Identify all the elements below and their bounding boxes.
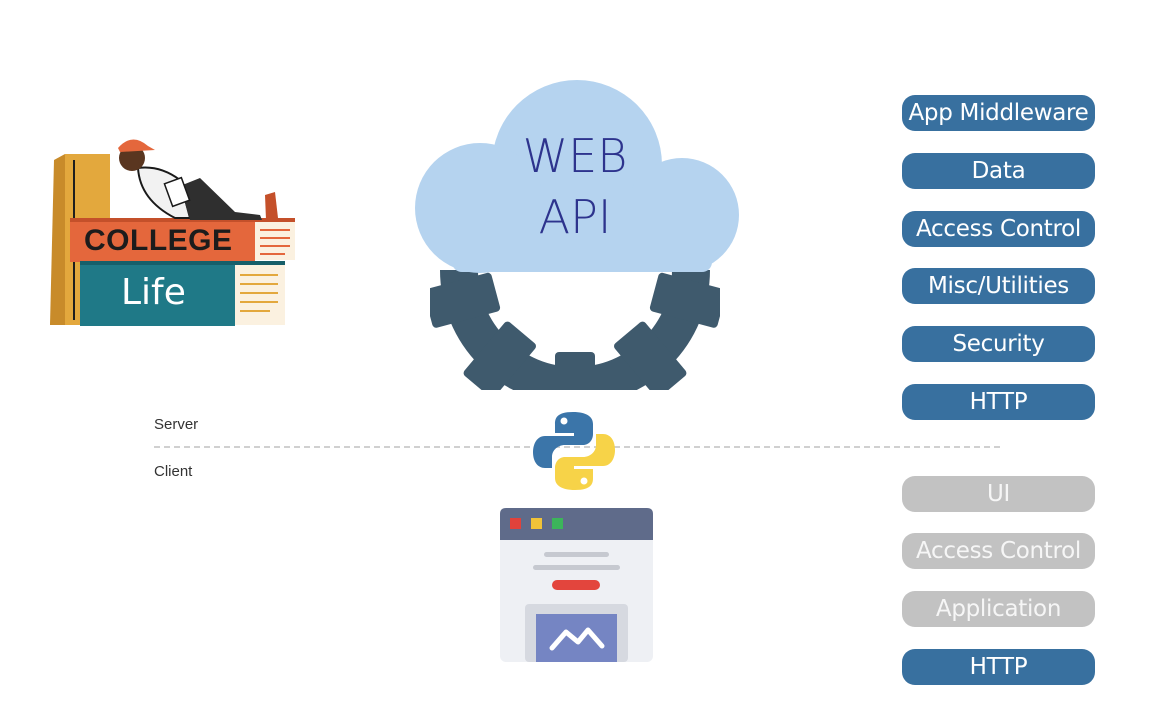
orange-book-icon [70, 218, 295, 262]
browser-window-icon [500, 508, 653, 662]
cloud-title-line1: WEB [522, 129, 628, 183]
gear-icon [430, 270, 720, 390]
client-layer-access-control: Access Control [902, 533, 1095, 569]
client-layer-application: Application [902, 591, 1095, 627]
tier-divider [154, 446, 1000, 448]
server-layer-http: HTTP [902, 384, 1095, 420]
browser-close-dot [510, 518, 521, 529]
server-layer-app-middleware: App Middleware [902, 95, 1095, 131]
cloud-title-line2: API [538, 190, 612, 244]
client-layer-ui: UI [902, 476, 1095, 512]
logo-title: COLLEGE [84, 224, 233, 257]
teal-book-icon [80, 261, 285, 326]
logo-subtitle: Life [121, 272, 186, 313]
browser-minimize-dot [531, 518, 542, 529]
browser-maximize-dot [552, 518, 563, 529]
college-life-logo [50, 139, 295, 326]
server-tier-label: Server [154, 416, 199, 433]
server-layer-data: Data [902, 153, 1095, 189]
student-icon [118, 139, 278, 220]
client-tier-label: Client [154, 463, 193, 480]
python-logo-icon [533, 412, 615, 490]
server-layer-misc-utilities: Misc/Utilities [902, 268, 1095, 304]
cloud-icon [415, 80, 739, 273]
server-layer-access-control: Access Control [902, 211, 1095, 247]
client-layer-http: HTTP [902, 649, 1095, 685]
server-layer-security: Security [902, 326, 1095, 362]
